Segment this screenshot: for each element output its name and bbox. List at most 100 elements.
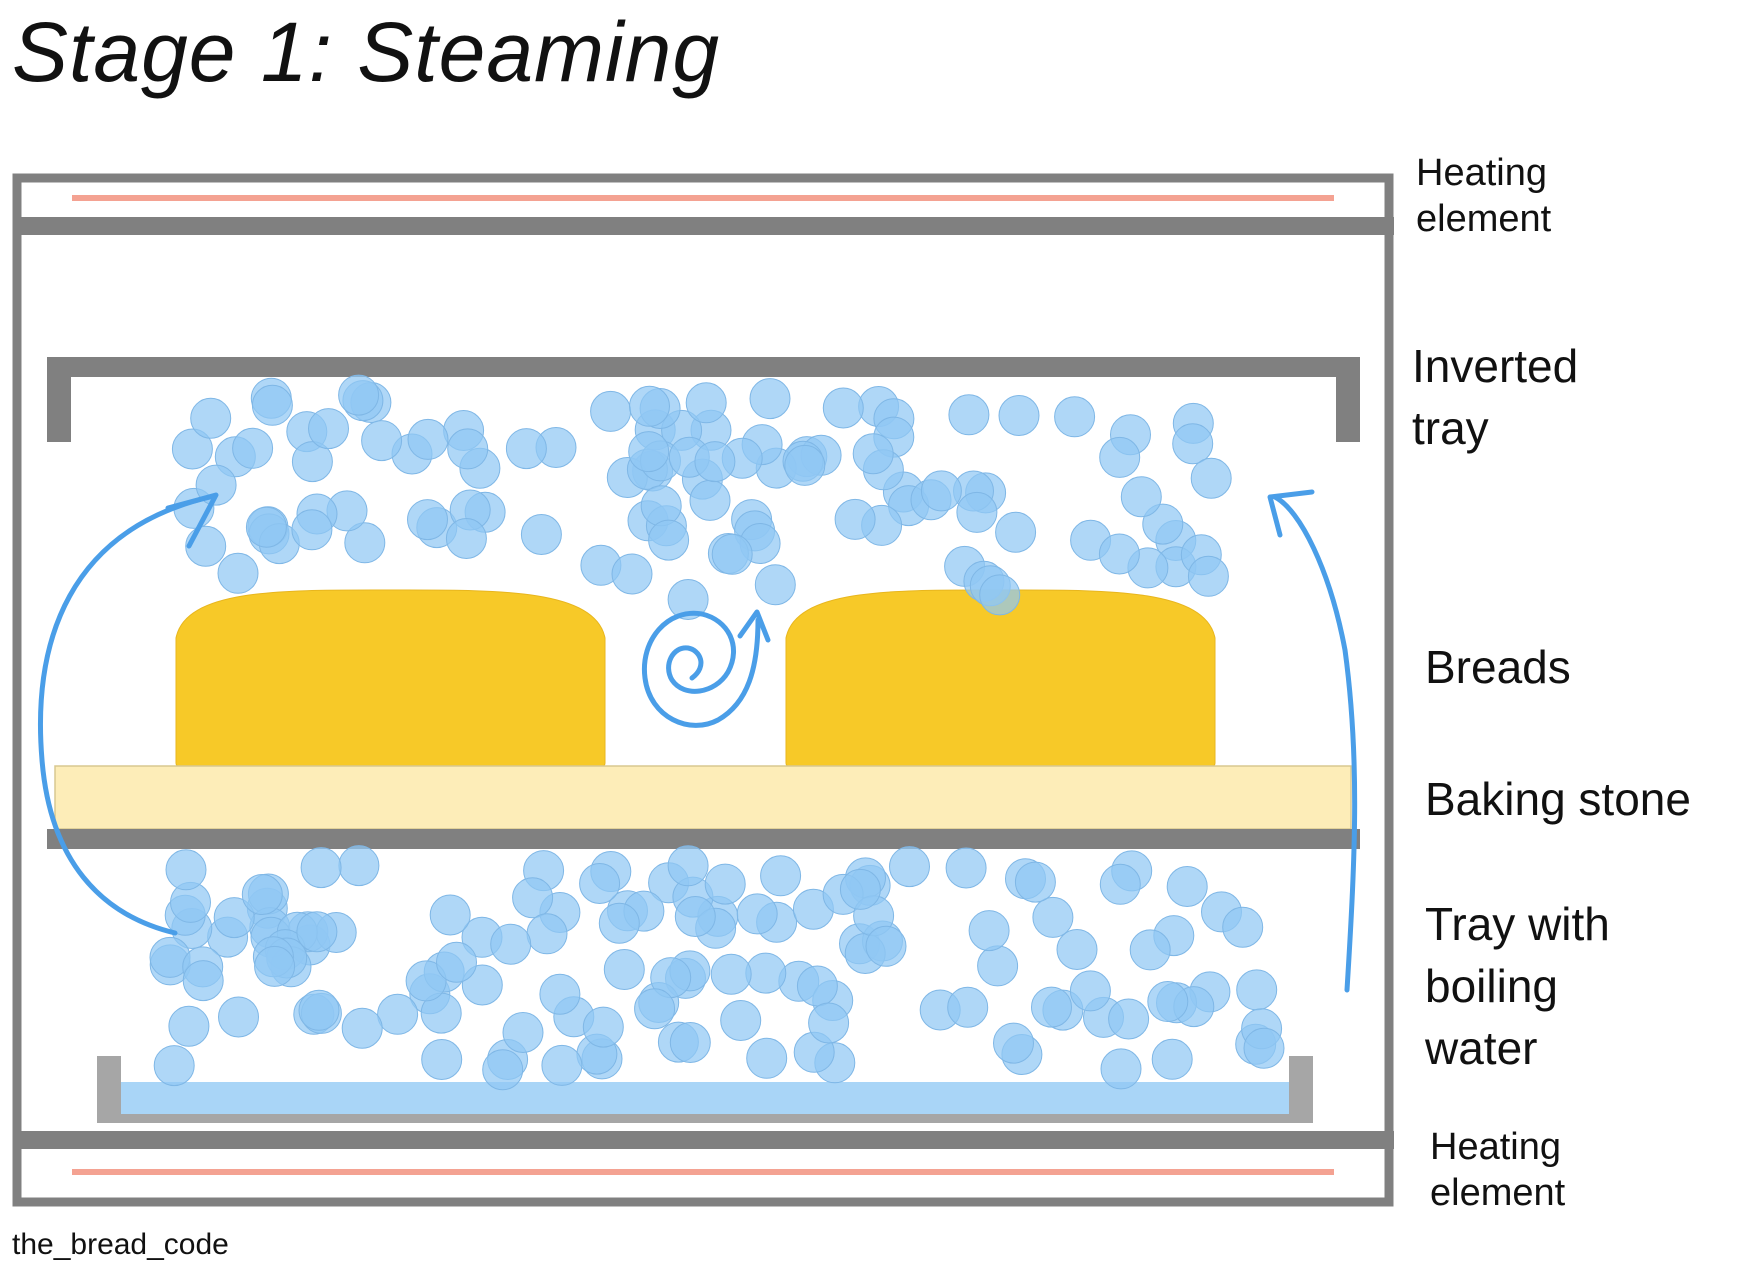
steam-bubble <box>421 1039 463 1080</box>
steam-bubble <box>1054 396 1096 438</box>
steam-bubble <box>505 428 547 470</box>
steam-bubble <box>834 498 876 540</box>
steam-bubble <box>993 1022 1034 1064</box>
bottom-shelf-bar <box>13 1131 1394 1149</box>
bread-left <box>175 589 606 767</box>
label-inverted-tray: Inverted tray <box>1412 340 1579 454</box>
steam-bubble <box>736 893 778 935</box>
steam-bubble <box>634 988 676 1030</box>
steam-bubble <box>685 382 727 424</box>
steam-bubble <box>865 925 907 967</box>
steam-bubble <box>611 553 653 595</box>
steam-bubble <box>1172 423 1214 465</box>
steam-bubble <box>1151 1038 1193 1080</box>
steam-bubble <box>300 847 342 889</box>
steam-bubble <box>948 394 990 436</box>
steam-bubble <box>822 387 864 429</box>
steam-bubble <box>1243 1027 1285 1069</box>
steam-bubble <box>245 506 287 548</box>
steam-bubble <box>526 913 568 955</box>
steam-bubble <box>1129 929 1171 971</box>
steam-bubble <box>1031 986 1072 1028</box>
steam-bubble <box>745 952 787 994</box>
steam-bubble <box>1108 998 1150 1040</box>
steam-bubble <box>579 863 621 904</box>
steam-bubble <box>947 986 989 1028</box>
steam-bubble <box>298 989 340 1031</box>
steam-bubble <box>808 1002 850 1044</box>
steam-bubble <box>667 579 709 620</box>
steam-bubble <box>1190 457 1232 499</box>
arrow-left-curve <box>37 494 213 936</box>
steam-bubble <box>704 863 746 905</box>
steam-bubble <box>541 1044 583 1086</box>
steam-bubble <box>539 973 581 1015</box>
steam-bubble <box>218 996 259 1038</box>
steam-bubble <box>746 1037 788 1079</box>
steam-bubble <box>512 877 554 919</box>
steam-bubble <box>445 518 487 559</box>
steam-bubble <box>377 993 419 1035</box>
steam-bubble <box>171 428 213 470</box>
steam-bubble <box>1032 896 1074 938</box>
steam-bubble <box>582 1006 624 1048</box>
swirl-arrow-head <box>737 609 771 643</box>
water-tray <box>97 1056 1313 1123</box>
steam-bubble <box>956 491 998 533</box>
label-baking-stone: Baking stone <box>1425 773 1691 825</box>
steam-bubble <box>405 960 447 1002</box>
steam-bubble <box>945 847 987 889</box>
steam-bubble <box>711 533 753 575</box>
steam-bubble <box>291 509 333 551</box>
steam-bubble <box>502 1012 544 1053</box>
steam-bubble <box>1098 533 1140 575</box>
steam-bubble <box>429 894 471 936</box>
steam-bubble <box>291 441 333 483</box>
steam-bubble <box>920 470 962 512</box>
steam-bubble <box>629 385 670 427</box>
steam-bubble <box>628 431 670 473</box>
label-heating-element-bottom: Heating element <box>1430 1126 1566 1214</box>
steam-bubble <box>796 965 838 1007</box>
steam-bubble <box>241 874 283 915</box>
steam-bubble <box>490 923 532 965</box>
steam-bubble <box>1099 863 1141 905</box>
steam-bubble <box>338 845 380 887</box>
steam-bubble <box>603 949 645 990</box>
steam-bubble <box>190 397 232 439</box>
boiling-water <box>121 1082 1289 1114</box>
steam-bubble <box>1166 866 1208 907</box>
steam-bubble <box>361 420 403 462</box>
steam-bubble <box>590 390 632 432</box>
credit-text: the_bread_code <box>12 1228 229 1261</box>
steam-bubble <box>1147 981 1189 1022</box>
arrow-right-head <box>1267 489 1315 538</box>
steam-bubble <box>839 868 881 910</box>
steam-bubble <box>407 499 448 541</box>
steam-bubble <box>1056 929 1098 970</box>
steam-bubble <box>749 378 791 420</box>
steam-bubble <box>852 433 894 475</box>
steam-bubble <box>760 855 802 897</box>
steam-bubble <box>667 845 709 887</box>
steam-bubble <box>694 441 736 483</box>
steam-bubble <box>889 846 930 888</box>
steam-bubble <box>407 418 449 460</box>
steam-bubble <box>341 1007 383 1049</box>
steam-bubble <box>251 384 293 426</box>
steam-bubble <box>1222 906 1264 948</box>
steam-bubbles <box>149 374 1285 1091</box>
arrow-right-curve <box>1272 494 1358 993</box>
arrow-left-head <box>165 492 219 549</box>
steam-arrows <box>37 489 1358 993</box>
steam-bubble <box>520 514 562 555</box>
steam-bubble <box>669 1022 711 1063</box>
steam-bubble <box>482 1049 524 1091</box>
steam-bubble <box>674 896 716 937</box>
steam-bubble <box>754 564 796 606</box>
steam-bubble <box>977 945 1019 987</box>
steam-bubble <box>254 945 296 987</box>
label-heating-element-top: Heating element <box>1416 152 1552 240</box>
steam-bubble <box>995 511 1037 553</box>
